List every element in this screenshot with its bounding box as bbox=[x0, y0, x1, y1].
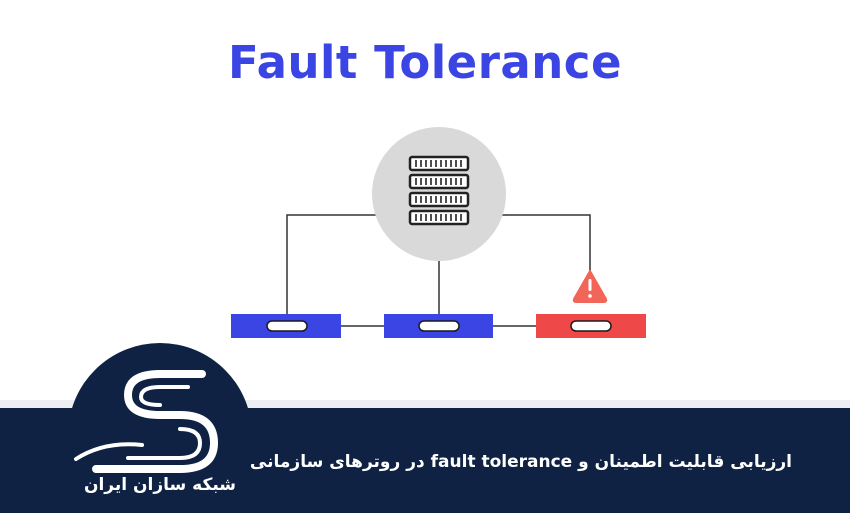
footer-shadow bbox=[0, 400, 850, 410]
connection-lines bbox=[286, 214, 591, 327]
node-2-slot bbox=[418, 320, 460, 332]
warning-triangle-icon bbox=[572, 270, 608, 303]
page-title: Fault Tolerance bbox=[228, 36, 622, 89]
server-rack-icon bbox=[408, 155, 470, 226]
logo-badge bbox=[68, 343, 252, 513]
node-3-faulty bbox=[536, 314, 646, 338]
footer-caption: ارزیابی قابلیت اطمینان و fault tolerance… bbox=[249, 452, 792, 472]
node-2 bbox=[384, 314, 493, 338]
server bbox=[372, 127, 506, 261]
link-server-right bbox=[500, 214, 591, 272]
link-server-left bbox=[286, 214, 378, 314]
server-rack-lights bbox=[415, 160, 462, 221]
fault-tolerance-diagram bbox=[231, 127, 646, 338]
node-3-slot bbox=[570, 320, 612, 332]
brand-name: شبکه سازان ایران bbox=[83, 475, 237, 495]
letter-s-logo-icon bbox=[74, 370, 218, 473]
node-1 bbox=[231, 314, 341, 338]
node-1-slot bbox=[266, 320, 308, 332]
